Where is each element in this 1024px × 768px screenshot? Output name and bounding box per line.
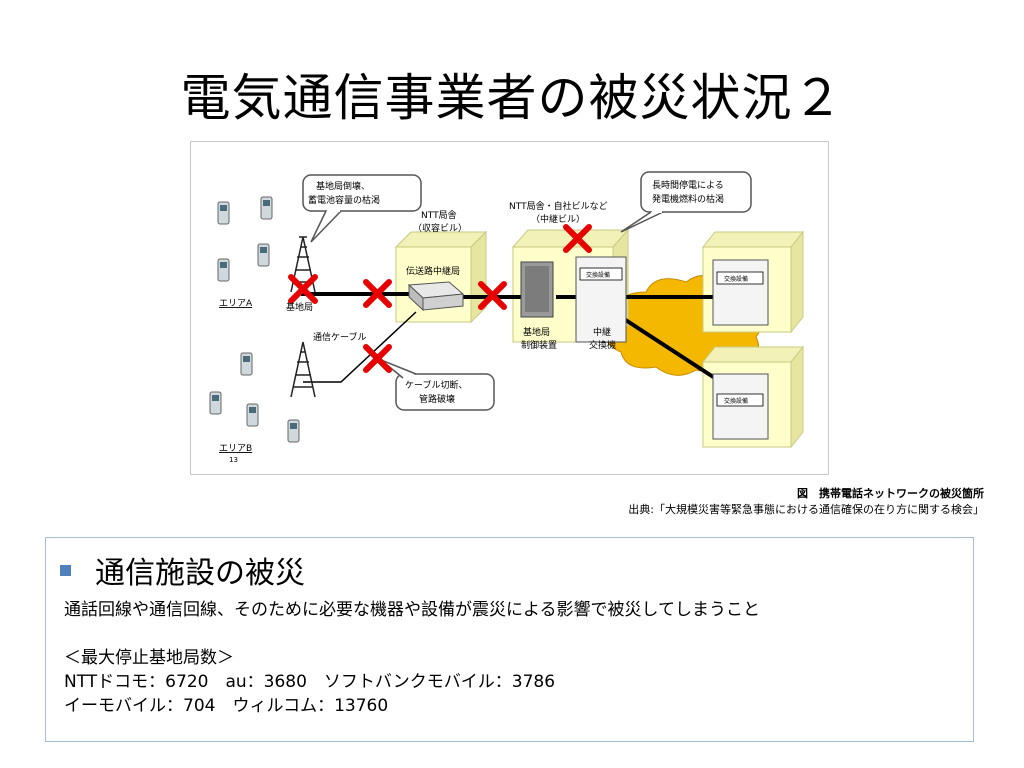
switch-device-2 (712, 373, 769, 440)
relay-switch-device (575, 256, 627, 343)
lbl-relay-switch-b: 交換機 (589, 339, 616, 351)
lbl-relay-switch-a: 中継 (593, 326, 611, 338)
callout-cable (380, 359, 495, 411)
lbl-callout-cable-a: ケーブル切断、 (405, 379, 467, 391)
bullet-row: 通信施設の被災 (60, 550, 305, 591)
lbl-area-a: エリアA (219, 299, 253, 309)
figure-caption: 図 携帯電話ネットワークの被災箇所 出典:「大規模災害等緊急事態における通信確保… (628, 486, 984, 518)
phone-icons (209, 196, 300, 443)
damage-cross-marks (288, 224, 592, 373)
switch-device-1 (712, 259, 769, 326)
lbl-cable: 通信ケーブル (313, 331, 366, 343)
info-subheading: ＜最大停止基地局数＞ (64, 648, 234, 668)
info-description: 通話回線や通信回線、そのために必要な機器や設備が震災による影響で被災してしまうこ… (64, 600, 760, 620)
lbl-relay: 伝送路中継局 (406, 265, 460, 277)
lbl-callout-base-1: 基地局倒壊、 (316, 180, 370, 192)
callout-power (620, 171, 752, 233)
info-body: 通話回線や通信回線、そのために必要な機器や設備が震災による影響で被災してしまうこ… (64, 598, 760, 718)
base-station-controller (520, 261, 554, 318)
info-heading: 通信施設の被災 (95, 556, 305, 591)
info-line-1: NTTドコモ：6720 au：3680 ソフトバンクモバイル：3786 (64, 672, 556, 692)
lbl-base-station: 基地局 (286, 301, 313, 313)
lbl-ntt2-a: NTT局舎・自社ビルなど (509, 200, 608, 212)
lbl-callout-cable-b: 管路破壊 (419, 393, 455, 405)
lbl-ntt1-b: （収容ビル） (413, 222, 467, 234)
slide-title: 電気通信事業者の被災状況２ (180, 69, 844, 127)
info-box: 通信施設の被災 通話回線や通信回線、そのために必要な機器や設備が震災による影響で… (45, 537, 974, 742)
caption-title: 図 携帯電話ネットワークの被災箇所 (797, 487, 984, 500)
caption-source: 出典:「大規模災害等緊急事態における通信確保の在り方に関する検会」 (628, 503, 984, 516)
lbl-ntt2-b: （中継ビル） (531, 213, 585, 225)
lbl-ntt1-a: NTT局舎 (421, 210, 457, 221)
callout-base-station (302, 174, 422, 243)
lbl-switch-eq-1: 交換設備 (586, 271, 610, 279)
lbl-power-a: 長時間停電による (652, 179, 724, 191)
network-damage-diagram: 基地局倒壊、 蓄電池容量の枯渇 NTT局舎 （収容ビル） NTT局舎・自社ビルな… (190, 141, 829, 475)
lbl-callout-base-2: 蓄電池容量の枯渇 (308, 194, 380, 206)
antenna-tower-2 (290, 341, 316, 398)
lbl-switch-eq-2: 交換設備 (724, 275, 748, 283)
lbl-control-a: 基地局 (523, 326, 550, 338)
lbl-page-no: 13 (229, 456, 238, 464)
relay-device (407, 281, 465, 312)
lbl-area-b: エリアB (219, 444, 252, 454)
bullet-square-icon (60, 564, 71, 576)
lbl-switch-eq-3: 交換設備 (724, 397, 748, 405)
antenna-tower-1 (290, 236, 316, 293)
info-line-2: イーモバイル：704 ウィルコム：13760 (64, 696, 389, 716)
lbl-power-b: 発電機燃料の枯渇 (652, 193, 724, 205)
lbl-control-b: 制御装置 (521, 339, 557, 351)
